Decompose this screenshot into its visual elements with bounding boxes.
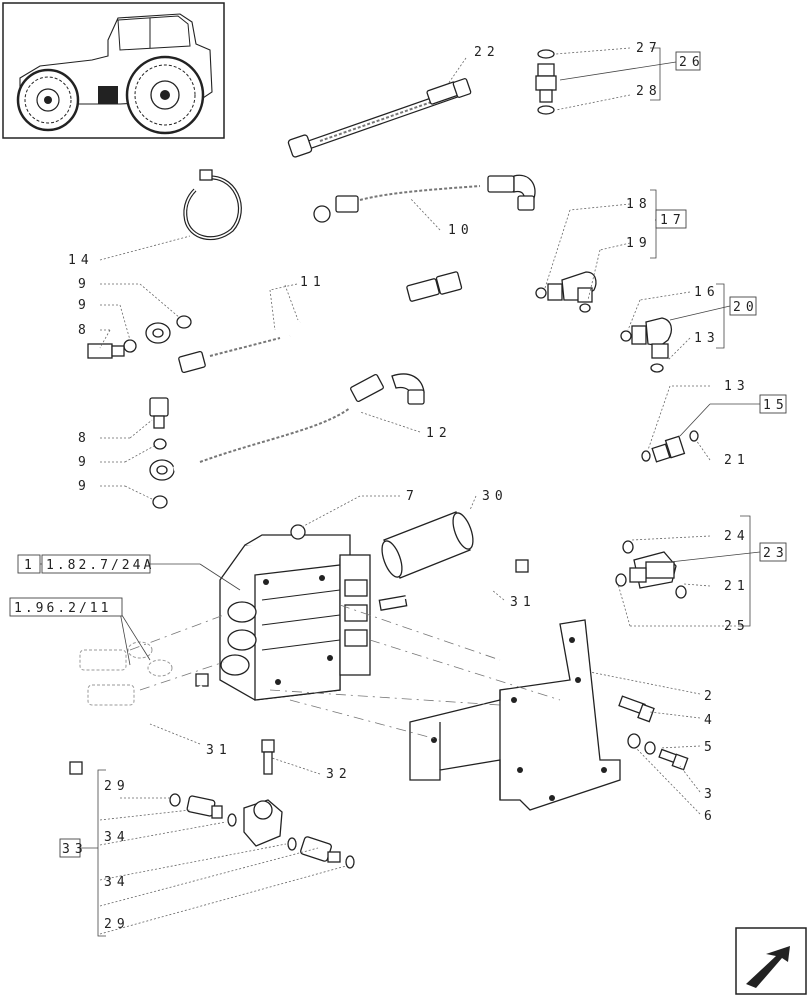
callout-29-a: 29 xyxy=(104,779,130,794)
callout-8-a: 8 xyxy=(78,323,91,338)
callout-3: 3 xyxy=(704,787,717,802)
sleeve-30 xyxy=(381,511,474,579)
callout-32: 32 xyxy=(326,767,352,782)
callout-20: 20 xyxy=(733,300,759,315)
callout-8-b: 8 xyxy=(78,431,91,446)
elbow-fitting-17 xyxy=(535,271,597,313)
callout-21-a: 21 xyxy=(724,453,750,468)
hose-10 xyxy=(313,174,536,223)
callout-34-a: 34 xyxy=(104,830,130,845)
callout-9-b: 9 xyxy=(78,298,91,313)
bracket-2 xyxy=(269,604,621,811)
tractor-thumbnail xyxy=(2,2,225,139)
reference-boxes xyxy=(9,51,787,858)
callout-13-b: 13 xyxy=(724,379,750,394)
phantom-couplers xyxy=(79,614,225,706)
reference-link-a[interactable]: 1.82.7/24A xyxy=(46,558,154,573)
callout-21-b: 21 xyxy=(724,579,750,594)
callout-25: 25 xyxy=(724,619,750,634)
callout-16: 16 xyxy=(694,285,720,300)
callout-28: 28 xyxy=(636,84,662,99)
callout-12: 12 xyxy=(426,426,452,441)
callout-9-a: 9 xyxy=(78,277,91,292)
callout-2: 2 xyxy=(704,689,717,704)
callout-30: 30 xyxy=(482,489,508,504)
hose-22 xyxy=(287,78,472,158)
callout-24: 24 xyxy=(724,529,750,544)
tee-23 xyxy=(615,540,687,599)
callout-11: 11 xyxy=(300,275,326,290)
adapter-group-33 xyxy=(169,793,355,869)
callout-9-c: 9 xyxy=(78,455,91,470)
callout-17: 17 xyxy=(660,213,686,228)
callout-31-a: 31 xyxy=(510,595,536,610)
adapter-15 xyxy=(641,430,699,463)
direction-arrow-icon xyxy=(735,927,807,995)
pipe-31-lower xyxy=(69,673,209,775)
callout-4: 4 xyxy=(704,713,717,728)
hose-12 xyxy=(149,373,425,509)
callout-9-d: 9 xyxy=(78,479,91,494)
callout-10: 10 xyxy=(448,223,474,238)
clamp-14 xyxy=(183,169,242,241)
leader-lines xyxy=(40,47,761,937)
callout-15: 15 xyxy=(763,398,789,413)
hose-11 xyxy=(87,271,463,374)
fitting-26 xyxy=(535,49,557,115)
callout-18: 18 xyxy=(626,197,652,212)
callout-26: 26 xyxy=(679,55,705,70)
callout-13-a: 13 xyxy=(694,331,720,346)
reference-link-b[interactable]: 1.96.2/11 xyxy=(14,601,111,616)
callout-22: 22 xyxy=(474,45,500,60)
callout-33: 33 xyxy=(62,842,88,857)
callout-14: 14 xyxy=(68,253,94,268)
callout-23: 23 xyxy=(763,546,789,561)
callout-31-b: 31 xyxy=(206,743,232,758)
callout-27: 27 xyxy=(636,41,662,56)
valve-block xyxy=(219,524,529,701)
elbow-fitting-20 xyxy=(620,317,673,373)
bolt-4-and-nuts xyxy=(618,695,689,771)
callout-6: 6 xyxy=(704,809,717,824)
callout-34-b: 34 xyxy=(104,875,130,890)
callout-19: 19 xyxy=(626,236,652,251)
reference-box-number: 1 xyxy=(24,558,37,573)
screw-32 xyxy=(261,739,275,775)
callout-labels: 22 27 26 28 10 14 18 17 19 11 9 9 8 16 2… xyxy=(14,41,789,932)
callout-5: 5 xyxy=(704,740,717,755)
callout-29-b: 29 xyxy=(104,917,130,932)
callout-7: 7 xyxy=(406,489,419,504)
